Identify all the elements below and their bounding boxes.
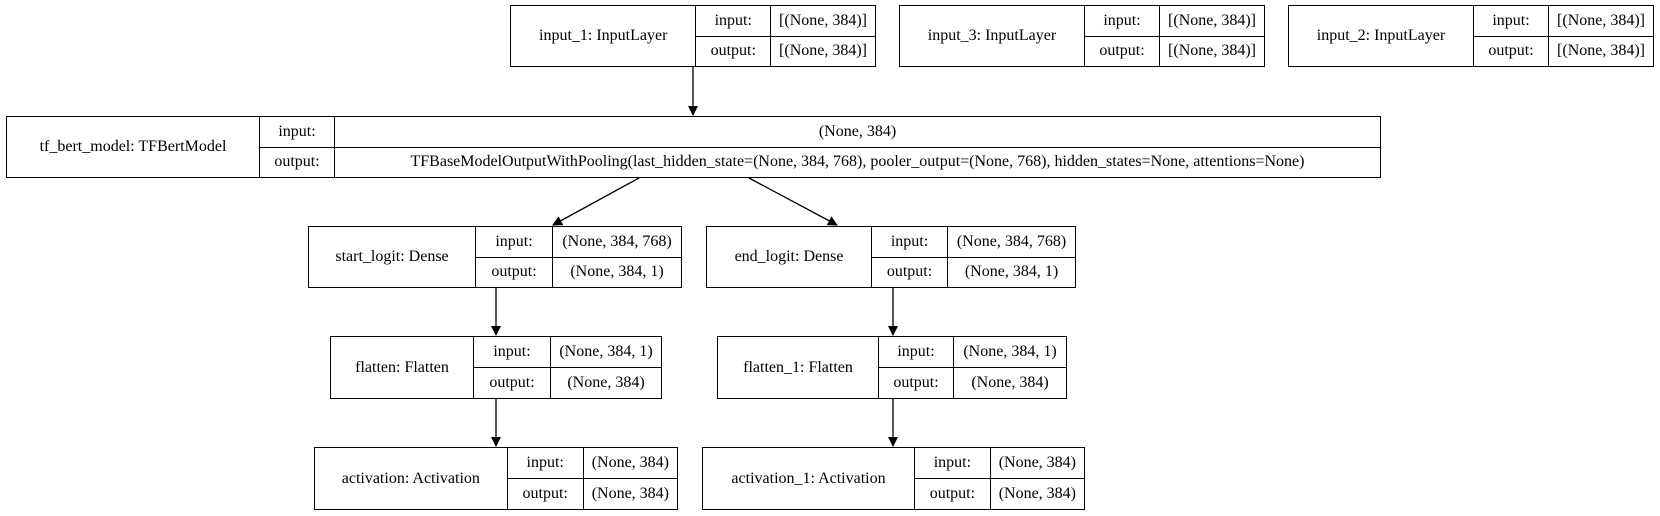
node-input-1-input-value: [(None, 384)] — [779, 11, 867, 29]
node-activation: activation: Activation input: output: (N… — [314, 447, 678, 510]
node-tf-bert-model-output-value: TFBaseModelOutputWithPooling(last_hidden… — [335, 146, 1380, 178]
node-end-logit-output-label: output: — [872, 256, 947, 288]
edge-tf-bert-model-to-start-logit — [552, 177, 640, 226]
node-activation-1-input-label: input: — [933, 454, 972, 471]
node-flatten-output-value: (None, 384) — [551, 367, 661, 398]
node-tf-bert-model: tf_bert_model: TFBertModel input: output… — [6, 116, 1381, 178]
node-flatten-input-label: input: — [493, 343, 531, 360]
node-end-logit-input-label: input: — [890, 232, 929, 250]
node-tf-bert-model-input-value: (None, 384) — [818, 122, 897, 140]
node-tf-bert-model-input-label: input: — [278, 122, 316, 140]
node-flatten-name: flatten: Flatten — [331, 337, 474, 398]
node-activation-name: activation: Activation — [315, 448, 508, 509]
node-activation-output-label: output: — [507, 478, 583, 509]
edge-tf-bert-model-to-end-logit — [748, 177, 838, 226]
node-input-1-name: input_1: InputLayer — [511, 6, 697, 66]
node-start-logit-output-label: output: — [476, 256, 552, 288]
node-flatten-1-output-label: output: — [879, 367, 953, 398]
node-input-3-input-value: [(None, 384)] — [1168, 11, 1256, 29]
node-input-2-input-label: input: — [1492, 11, 1530, 29]
node-input-3-input-label: input: — [1103, 11, 1141, 29]
node-start-logit-name: start_logit: Dense — [309, 227, 476, 287]
node-flatten-input-value: (None, 384, 1) — [559, 343, 653, 360]
node-flatten-output-label: output: — [474, 367, 550, 398]
node-input-2-input-value: [(None, 384)] — [1557, 11, 1645, 29]
node-activation-input-value: (None, 384) — [591, 454, 669, 471]
node-flatten-1-input-value: (None, 384, 1) — [963, 343, 1057, 360]
node-input-2-output-value: [(None, 384)] — [1549, 35, 1653, 67]
node-end-logit-output-value: (None, 384, 1) — [948, 256, 1075, 288]
node-flatten: flatten: Flatten input: output: (None, 3… — [330, 336, 662, 399]
node-activation-1-name: activation_1: Activation — [703, 448, 916, 509]
node-tf-bert-model-name: tf_bert_model: TFBertModel — [7, 117, 260, 177]
node-input-1-output-value: [(None, 384)] — [771, 35, 875, 67]
node-input-1-output-label: output: — [696, 35, 771, 67]
node-flatten-1: flatten_1: Flatten input: output: (None,… — [717, 336, 1067, 399]
node-activation-output-value: (None, 384) — [583, 478, 677, 509]
node-end-logit-input-value: (None, 384, 768) — [956, 232, 1067, 250]
node-flatten-1-output-value: (None, 384) — [954, 367, 1066, 398]
node-start-logit: start_logit: Dense input: output: (None,… — [308, 226, 682, 288]
node-end-logit-name: end_logit: Dense — [707, 227, 872, 287]
node-input-3-output-label: output: — [1084, 35, 1160, 67]
node-activation-1-output-value: (None, 384) — [990, 478, 1084, 509]
node-flatten-1-name: flatten_1: Flatten — [718, 337, 879, 398]
node-end-logit: end_logit: Dense input: output: (None, 3… — [706, 226, 1076, 288]
node-input-2-output-label: output: — [1473, 35, 1549, 67]
node-start-logit-input-value: (None, 384, 768) — [562, 232, 672, 250]
node-input-3: input_3: InputLayer input: output: [(Non… — [899, 5, 1265, 67]
node-tf-bert-model-output-label: output: — [260, 146, 334, 178]
node-flatten-1-input-label: input: — [897, 343, 935, 360]
node-activation-input-label: input: — [526, 454, 564, 471]
node-input-1: input_1: InputLayer input: output: [(Non… — [510, 5, 876, 67]
node-start-logit-input-label: input: — [495, 232, 533, 250]
node-input-2-name: input_2: InputLayer — [1289, 6, 1474, 66]
node-input-3-output-value: [(None, 384)] — [1160, 35, 1264, 67]
node-activation-1: activation_1: Activation input: output: … — [702, 447, 1085, 510]
node-start-logit-output-value: (None, 384, 1) — [553, 256, 681, 288]
node-input-3-name: input_3: InputLayer — [900, 6, 1085, 66]
node-activation-1-input-value: (None, 384) — [998, 454, 1076, 471]
node-input-1-input-label: input: — [714, 11, 752, 29]
node-activation-1-output-label: output: — [915, 478, 990, 509]
node-input-2: input_2: InputLayer input: output: [(Non… — [1288, 5, 1654, 67]
